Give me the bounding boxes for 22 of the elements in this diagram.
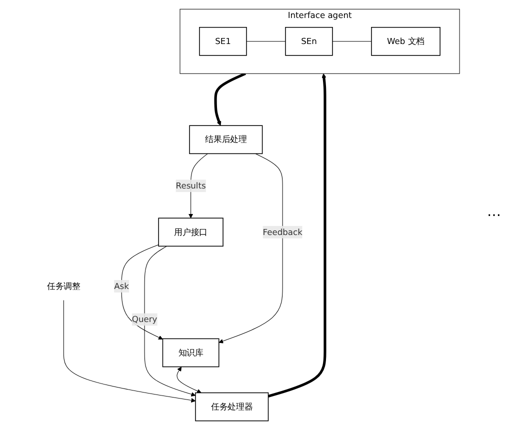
node-text: 任务调整 xyxy=(47,281,80,291)
node-box: 任务处理器 xyxy=(195,392,269,422)
arrow xyxy=(268,73,326,398)
arrow xyxy=(218,153,283,344)
node-box: 知识库 xyxy=(162,338,220,368)
node-box: 用户接口 xyxy=(158,218,224,247)
edge-label: Ask xyxy=(114,281,129,291)
edge-label: Results xyxy=(176,180,206,191)
connector xyxy=(246,41,286,42)
node-box: Web 文档 xyxy=(371,26,440,56)
node-box: SEn xyxy=(285,26,333,56)
edge-label: Feedback xyxy=(262,226,302,237)
connector xyxy=(332,41,372,42)
arrow xyxy=(63,300,196,403)
node-box: SE1 xyxy=(199,26,247,56)
arrow xyxy=(176,366,202,394)
edge-label: Query xyxy=(132,314,158,324)
arrow xyxy=(144,246,196,396)
node-box: 结果后处理 xyxy=(189,125,263,154)
arrow xyxy=(121,244,163,340)
ellipsis-text: … xyxy=(487,204,502,220)
arrow xyxy=(214,72,246,126)
